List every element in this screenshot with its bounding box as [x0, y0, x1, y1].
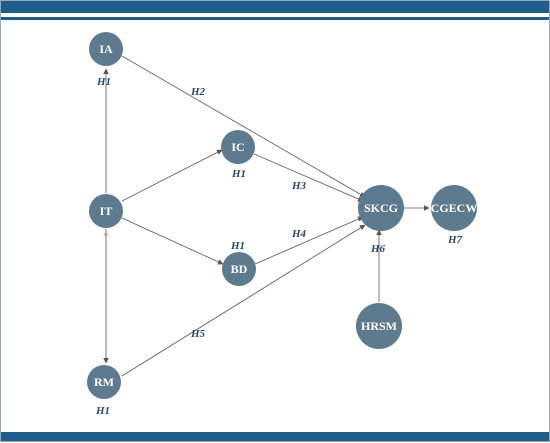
edge-ia-skcg [121, 55, 366, 198]
node-bd: BD [222, 252, 256, 286]
node-ia: IA [89, 32, 123, 66]
edge-it-ic [121, 149, 223, 202]
hypothesis-label-it-ic: H1 [231, 168, 246, 180]
it-small-text: ST [103, 232, 109, 237]
edge-ic-skcg [253, 153, 364, 202]
edge-rm-skcg [121, 224, 366, 377]
edge-it-bd [121, 217, 224, 265]
node-ic-label: IC [231, 140, 244, 154]
hypothesis-label-hrsm-skcg: H6 [370, 243, 386, 255]
node-it: IT [89, 194, 123, 228]
hypothesis-label-bd-skcg: H4 [291, 228, 307, 240]
node-skcg: SKCG [358, 185, 404, 231]
node-hrsm-label: HRSM [361, 319, 397, 333]
node-cgecw: CGECW [431, 185, 478, 231]
node-it-label: IT [100, 204, 113, 218]
node-rm: RM [87, 365, 121, 399]
node-cgecw-label: CGECW [431, 201, 478, 215]
hypothesis-label-it-bd: H1 [230, 240, 245, 252]
node-rm-label: RM [94, 375, 114, 389]
hypothesis-label-skcg-cgecw: H7 [447, 234, 463, 246]
node-bd-label: BD [231, 262, 248, 276]
top-banner [1, 1, 549, 13]
hypothesis-label-ia-skcg: H2 [190, 86, 206, 98]
top-rule [1, 17, 549, 20]
hypothesis-label-it-rm: H1 [95, 405, 110, 417]
bottom-banner [1, 432, 549, 441]
hypothesis-label-ic-skcg: H3 [291, 180, 307, 192]
hypothesis-label-it-ia: H1 [96, 76, 111, 88]
edge-bd-skcg [254, 216, 364, 265]
node-skcg-label: SKCG [364, 201, 398, 215]
node-ia-label: IA [99, 42, 113, 56]
node-hrsm: HRSM [356, 303, 402, 349]
node-ic: IC [221, 130, 255, 164]
hypothesis-label-rm-skcg: H5 [190, 328, 206, 340]
